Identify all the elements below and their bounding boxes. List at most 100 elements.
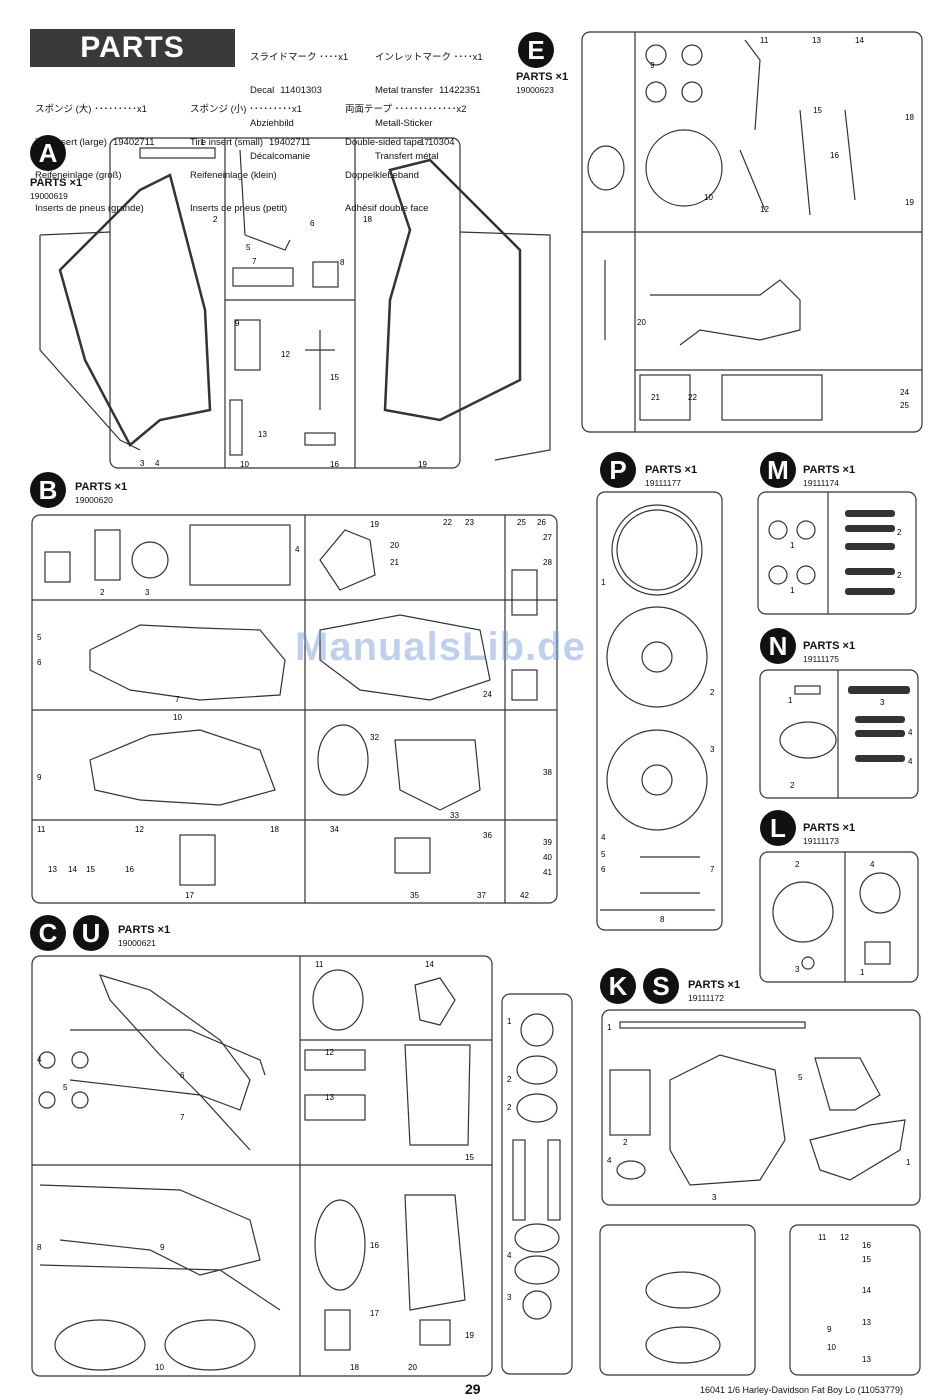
section-e-parts: PARTS xyxy=(516,71,553,83)
section-l-parts: PARTS xyxy=(803,822,840,834)
svg-text:3: 3 xyxy=(140,459,145,468)
svg-text:3: 3 xyxy=(880,698,885,707)
section-p-count: ×1 xyxy=(684,464,698,476)
svg-text:11: 11 xyxy=(315,960,324,969)
svg-text:16: 16 xyxy=(862,1241,871,1250)
svg-text:21: 21 xyxy=(390,558,399,567)
svg-text:15: 15 xyxy=(465,1153,474,1162)
svg-text:34: 34 xyxy=(330,825,339,834)
svg-text:1: 1 xyxy=(860,968,865,977)
page-title: PARTS xyxy=(30,29,235,67)
svg-text:41: 41 xyxy=(543,868,552,877)
section-n-code: 19111175 xyxy=(803,654,839,664)
section-ks-code: 19111172 xyxy=(688,993,724,1003)
legend-tire-small-num: 19402711 xyxy=(269,137,311,148)
legend-metal-fr: Transfert métal xyxy=(375,151,439,162)
section-m-parts: PARTS xyxy=(803,464,840,476)
svg-text:28: 28 xyxy=(543,558,552,567)
svg-text:1: 1 xyxy=(906,1158,911,1167)
svg-text:17: 17 xyxy=(185,891,194,900)
svg-text:19: 19 xyxy=(465,1331,474,1340)
svg-text:15: 15 xyxy=(330,373,339,382)
svg-text:11: 11 xyxy=(37,825,46,834)
section-b-badge: B xyxy=(30,472,66,508)
svg-text:7: 7 xyxy=(175,695,180,704)
section-m-badge: M xyxy=(760,452,796,488)
svg-text:42: 42 xyxy=(520,891,529,900)
section-e-code: 19000623 xyxy=(516,85,554,95)
section-b-parts: PARTS xyxy=(75,481,112,493)
svg-text:11: 11 xyxy=(760,36,769,45)
svg-text:8: 8 xyxy=(340,258,345,267)
section-m-code: 19111174 xyxy=(803,478,839,488)
svg-text:13: 13 xyxy=(812,36,821,45)
svg-text:1: 1 xyxy=(607,1023,612,1032)
svg-text:14: 14 xyxy=(425,960,434,969)
legend-tape-en: Double-sided tape xyxy=(345,137,423,148)
svg-text:18: 18 xyxy=(363,215,372,224)
svg-text:20: 20 xyxy=(408,1363,417,1372)
section-a-label: PARTS ×1 xyxy=(30,177,82,189)
svg-text:40: 40 xyxy=(543,853,552,862)
svg-text:18: 18 xyxy=(350,1363,359,1372)
svg-text:8: 8 xyxy=(660,915,665,924)
section-e-badge: E xyxy=(518,32,554,68)
section-b-code: 19000620 xyxy=(75,495,113,505)
svg-text:2: 2 xyxy=(795,860,800,869)
svg-text:4: 4 xyxy=(908,757,913,766)
svg-text:5: 5 xyxy=(246,243,251,252)
svg-text:4: 4 xyxy=(507,1251,512,1260)
section-ks-count: ×1 xyxy=(727,979,741,991)
svg-text:9: 9 xyxy=(650,61,655,70)
section-b-count: ×1 xyxy=(114,481,128,493)
svg-text:2: 2 xyxy=(710,688,715,697)
section-u-badge: U xyxy=(73,915,109,951)
section-l-count: ×1 xyxy=(842,822,856,834)
section-l-badge: L xyxy=(760,810,796,846)
svg-text:3: 3 xyxy=(710,745,715,754)
svg-text:4: 4 xyxy=(601,833,606,842)
svg-text:23: 23 xyxy=(465,518,474,527)
svg-text:4: 4 xyxy=(295,545,300,554)
svg-text:2: 2 xyxy=(100,588,105,597)
svg-text:5: 5 xyxy=(63,1083,68,1092)
svg-text:17: 17 xyxy=(370,1309,379,1318)
legend-tire-small-de: Reifeneinlage (klein) xyxy=(190,170,277,181)
svg-text:35: 35 xyxy=(410,891,419,900)
legend-metal-de: Metall-Sticker xyxy=(375,118,433,129)
section-l-label: PARTS ×1 xyxy=(803,822,855,834)
svg-text:25: 25 xyxy=(517,518,526,527)
legend-tire-small-ja: スポンジ (小) ･････････x1 xyxy=(190,104,302,115)
svg-text:9: 9 xyxy=(827,1325,832,1334)
legend-metal-ja: インレットマーク ････x1 xyxy=(375,52,483,63)
svg-text:7: 7 xyxy=(710,865,715,874)
svg-text:3: 3 xyxy=(145,588,150,597)
svg-text:1: 1 xyxy=(507,1017,512,1026)
svg-text:2: 2 xyxy=(897,528,902,537)
svg-text:6: 6 xyxy=(601,865,606,874)
legend-decal-ja: スライドマーク ････x1 xyxy=(250,52,349,63)
legend-metal-en: Metal transfer xyxy=(375,85,434,96)
svg-text:7: 7 xyxy=(180,1113,185,1122)
svg-text:7: 7 xyxy=(252,257,257,266)
svg-text:32: 32 xyxy=(370,733,379,742)
svg-text:16: 16 xyxy=(830,151,839,160)
svg-text:15: 15 xyxy=(862,1255,871,1264)
section-ks-parts: PARTS xyxy=(688,979,725,991)
svg-text:4: 4 xyxy=(870,860,875,869)
svg-text:25: 25 xyxy=(900,401,909,410)
svg-text:6: 6 xyxy=(37,658,42,667)
section-cu-code: 19000621 xyxy=(118,938,156,948)
svg-text:2: 2 xyxy=(897,571,902,580)
svg-text:10: 10 xyxy=(704,193,713,202)
svg-text:1: 1 xyxy=(200,138,205,147)
